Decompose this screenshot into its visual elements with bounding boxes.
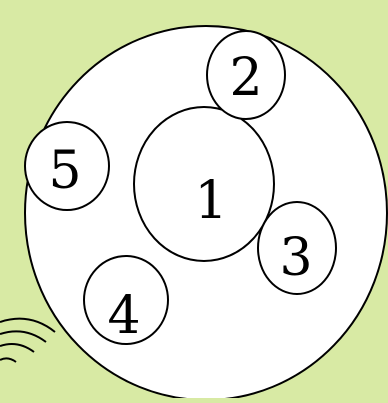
circle-node-4: 4 [84, 256, 168, 346]
circle-1-label: 1 [194, 171, 227, 231]
circle-5-label: 5 [48, 141, 81, 201]
circle-3-label: 3 [279, 228, 312, 288]
circle-node-1: 1 [134, 107, 274, 261]
circle-node-3: 3 [258, 202, 336, 294]
circle-node-5: 5 [25, 122, 109, 210]
circle-2-label: 2 [229, 48, 262, 108]
circle-node-2: 2 [207, 31, 285, 119]
circle-4-label: 4 [107, 286, 140, 346]
decorative-swirl [0, 319, 55, 362]
